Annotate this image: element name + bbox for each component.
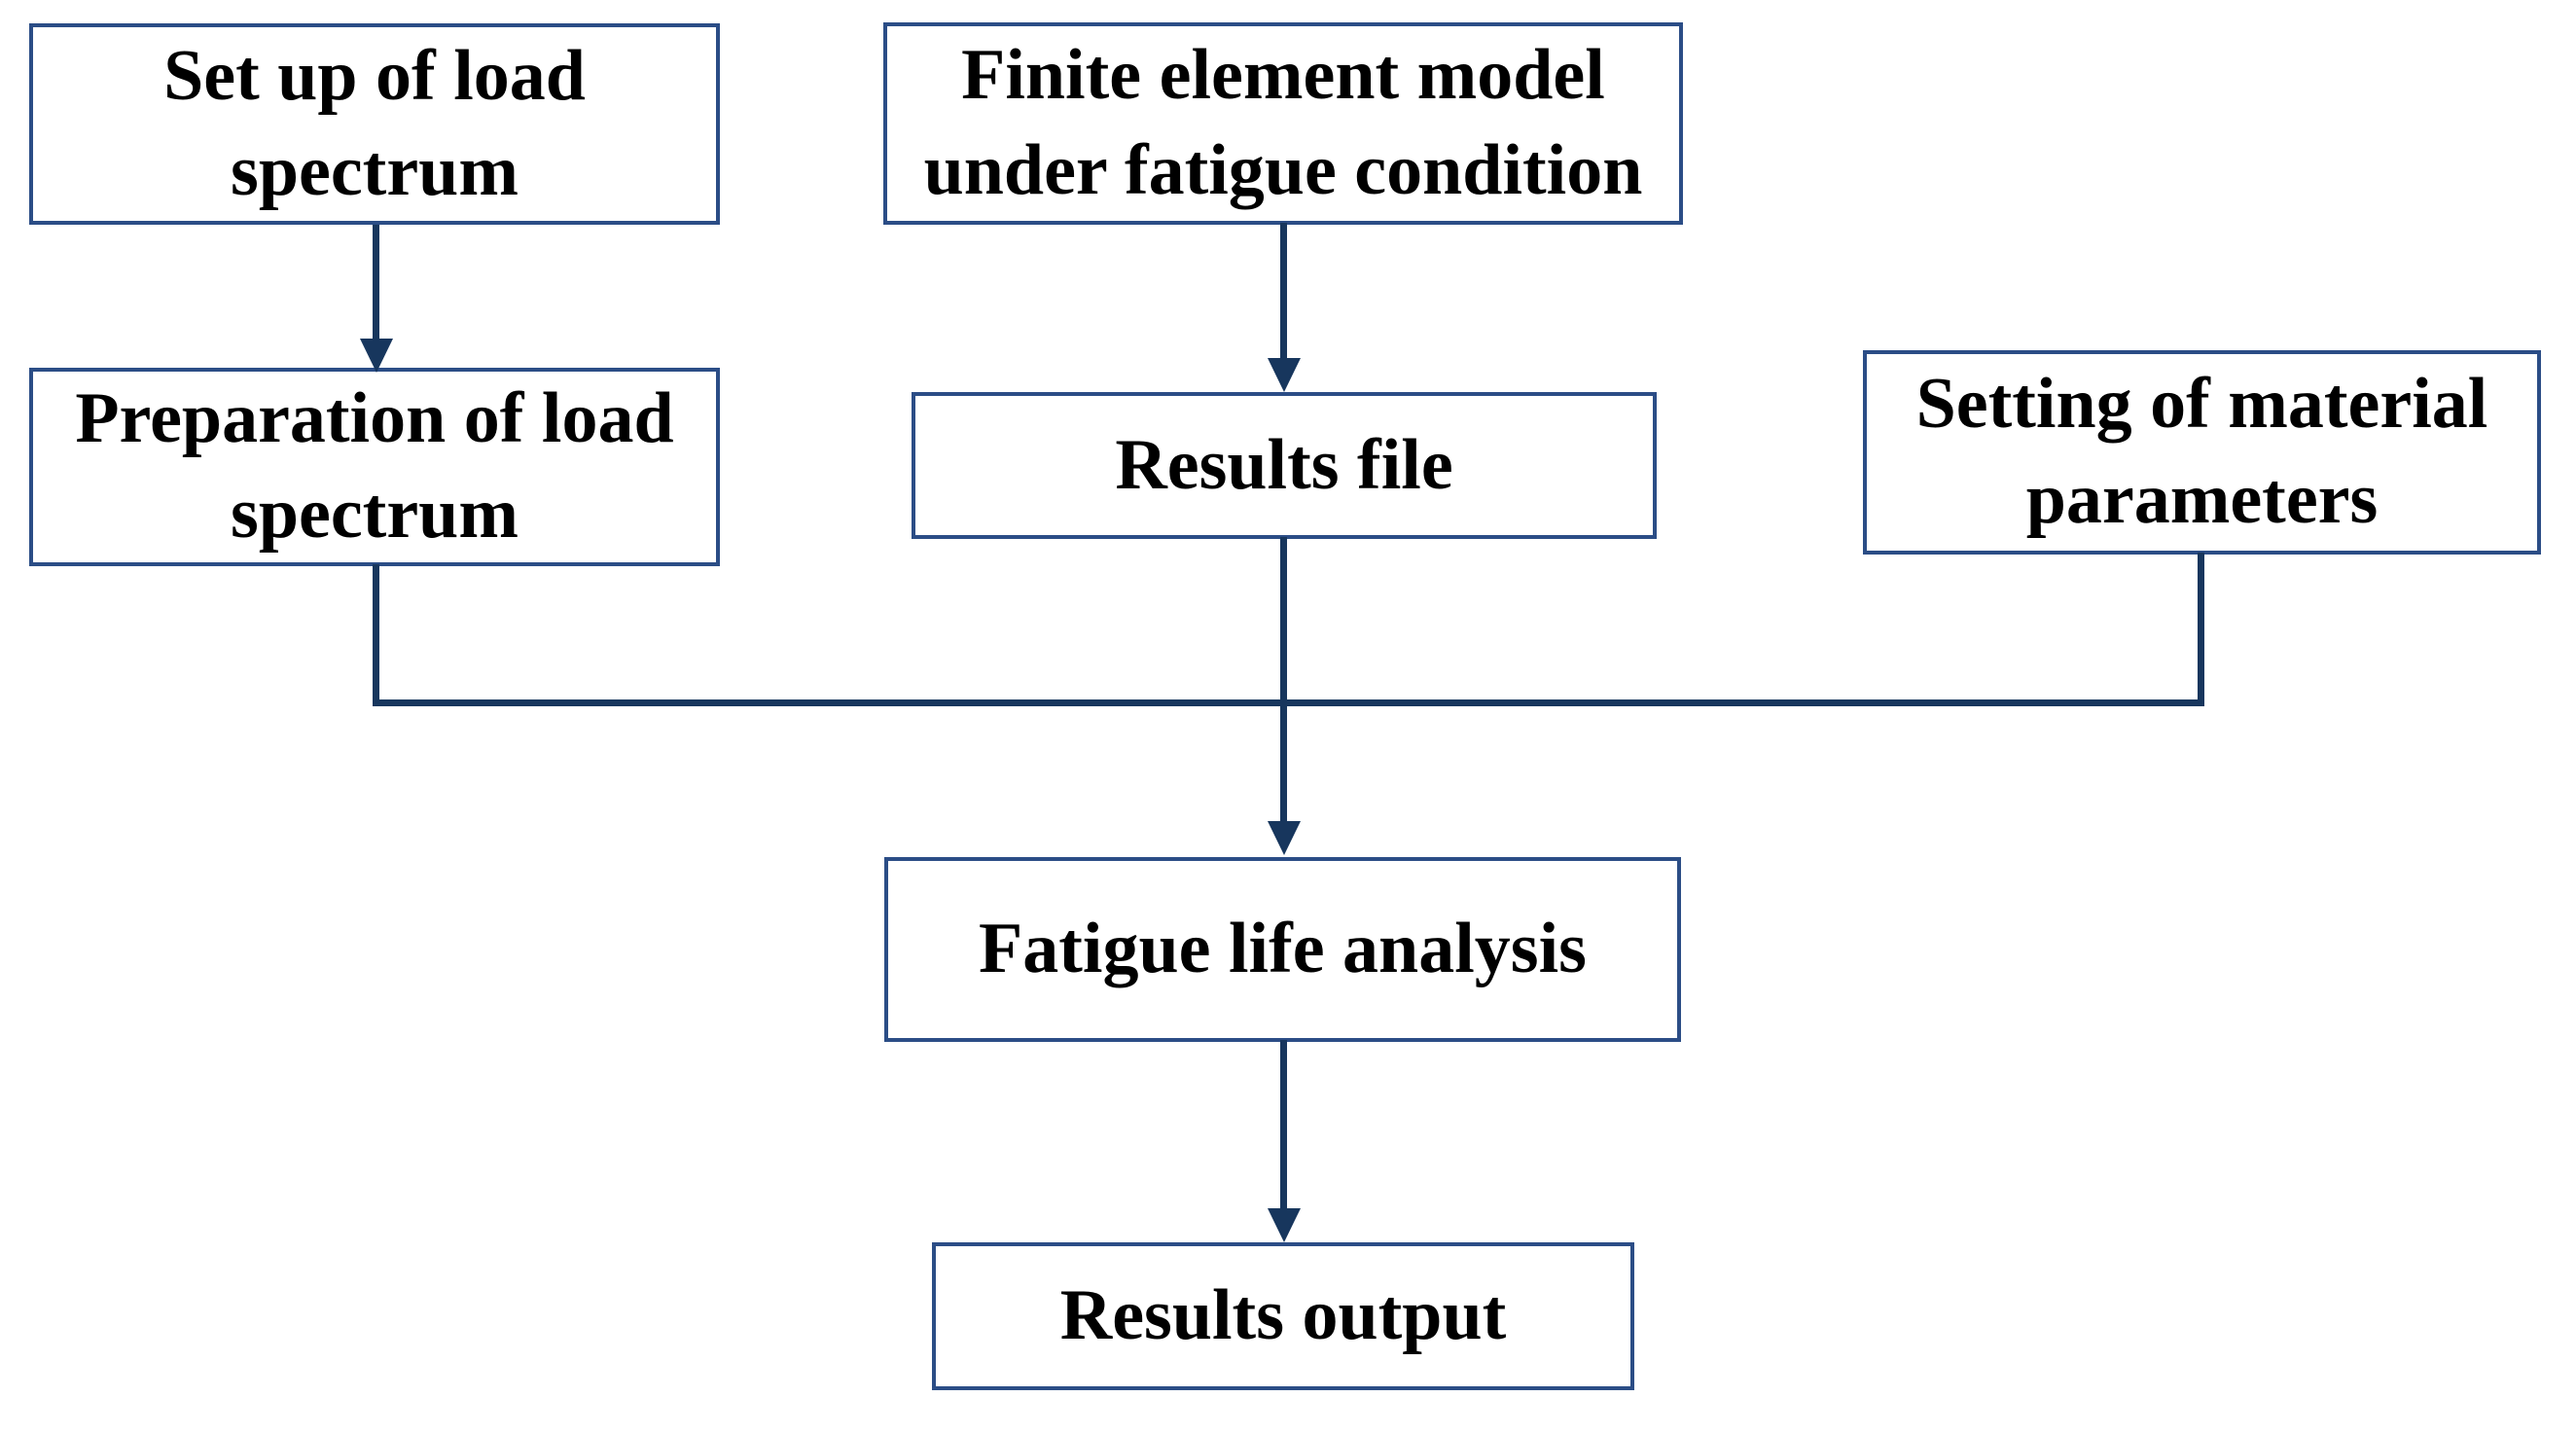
node-label: Results file xyxy=(1115,424,1453,505)
node-label: Preparation of load spectrum xyxy=(75,378,674,554)
node-label: Results output xyxy=(1059,1275,1507,1356)
connector-merge-horizontal-line xyxy=(373,699,2204,706)
arrow-femodel-to-resultsfile-line xyxy=(1280,223,1287,361)
node-results-output: Results output xyxy=(932,1242,1634,1390)
node-label: Fatigue life analysis xyxy=(979,909,1587,989)
connector-material-drop-line xyxy=(2198,553,2204,706)
node-label: Setting of material parameters xyxy=(1915,364,2488,539)
node-preparation-of-load-spectrum: Preparation of load spectrum xyxy=(29,368,720,566)
arrow-fatigue-to-resultsoutput-line xyxy=(1280,1040,1287,1211)
arrow-resultsfile-to-fatigue-arrowhead-icon xyxy=(1268,821,1301,855)
arrow-resultsfile-to-fatigue-line xyxy=(1280,537,1287,824)
node-finite-element-model: Finite element model under fatigue condi… xyxy=(883,22,1683,225)
arrow-fatigue-to-resultsoutput-arrowhead-icon xyxy=(1268,1208,1301,1242)
node-label: Finite element model under fatigue condi… xyxy=(923,35,1643,210)
node-setting-of-material-parameters: Setting of material parameters xyxy=(1863,350,2541,555)
arrow-femodel-to-resultsfile-arrowhead-icon xyxy=(1268,358,1301,392)
node-fatigue-life-analysis: Fatigue life analysis xyxy=(884,857,1681,1042)
connector-preparation-drop-line xyxy=(373,564,379,706)
arrow-setup-to-preparation-arrowhead-icon xyxy=(360,339,393,373)
node-label: Set up of load spectrum xyxy=(163,35,586,211)
node-set-up-of-load-spectrum: Set up of load spectrum xyxy=(29,23,720,225)
node-results-file: Results file xyxy=(912,392,1657,539)
arrow-setup-to-preparation-line xyxy=(373,225,379,341)
